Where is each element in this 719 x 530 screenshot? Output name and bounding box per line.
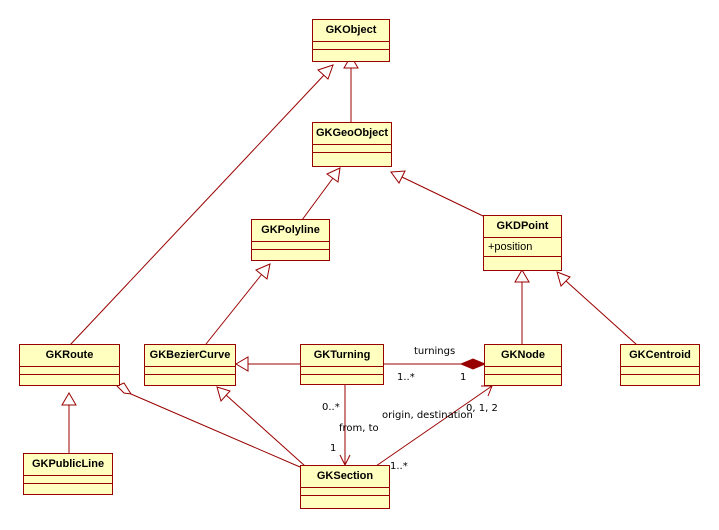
aggregation-diamond-route-icon [116,382,133,395]
attribute-compartment [301,367,383,375]
label-section-node-multiplicity: 1..* [390,461,408,472]
label-turnings: turnings [414,346,456,357]
edge-section-bezier [225,394,306,467]
class-gknode[interactable]: GKNode [484,344,562,386]
class-name: GKSection [301,466,389,488]
class-gkpolyline[interactable]: GKPolyline [251,219,330,261]
edge-section-node [375,385,493,467]
class-gksection[interactable]: GKSection [300,465,390,509]
triangle-node-dpoint-icon [514,269,530,283]
operation-compartment [301,496,389,503]
attribute-compartment [313,145,391,153]
triangle-section-bezier-icon [216,386,231,403]
class-name: GKDPoint [484,216,561,238]
label-node-section-multiplicity: 0, 1, 2 [466,403,498,414]
attribute-compartment [145,367,235,375]
class-gkturning[interactable]: GKTurning [300,344,384,385]
triangle-route-object-icon [317,64,334,80]
operation-compartment [301,375,383,382]
class-name: GKObject [313,20,389,42]
attribute-compartment [252,242,329,250]
label-section-multiplicity: 1 [330,443,337,454]
class-name: GKPublicLine [24,454,112,476]
class-name: GKPolyline [252,220,329,242]
operation-compartment [20,375,119,382]
operation-compartment [484,257,561,264]
class-name: GKBezierCurve [145,345,235,367]
triangle-bezier-polyline-icon [255,263,271,280]
label-turning-multiplicity: 1..* [397,372,415,383]
operation-compartment [252,250,329,257]
class-gkcentroid[interactable]: GKCentroid [620,344,700,386]
attribute-compartment [313,42,389,50]
edge-polyline-geoobject [301,177,334,221]
attribute-compartment [621,367,699,375]
edge-route-section [130,393,301,468]
class-gkbeziercurve[interactable]: GKBezierCurve [144,344,236,386]
arrowhead-section-node-icon [481,385,493,397]
label-node-multiplicity: 1 [460,372,467,383]
edge-centroid-dpoint [565,280,638,346]
triangle-turning-bezier-icon [235,356,249,372]
triangle-centroid-dpoint-icon [556,271,571,287]
attribute-position: +position [484,238,561,257]
edge-route-object [69,73,326,346]
triangle-geoobject-object-icon [343,55,359,69]
class-gkdpoint[interactable]: GKDPoint +position [483,215,562,271]
class-gkobject[interactable]: GKObject [312,19,390,62]
attribute-compartment [24,476,112,484]
class-name: GKGeoObject [313,123,391,145]
operation-compartment [145,375,235,382]
edge-dpoint-geoobject [401,176,484,217]
label-origin-destination: origin, destination [382,410,473,421]
triangle-dpoint-geoobject-icon [390,170,406,184]
triangle-publicline-route-icon [61,392,77,406]
label-from-to: from, to [339,423,379,434]
class-name: GKCentroid [621,345,699,367]
class-name: GKRoute [20,345,119,367]
label-turning-section-multiplicity: 0..* [322,402,340,413]
attribute-compartment [301,488,389,496]
attribute-compartment [485,367,561,375]
composition-diamond-node-icon [459,358,487,370]
operation-compartment [621,375,699,382]
operation-compartment [24,484,112,491]
class-gkpublicline[interactable]: GKPublicLine [23,453,113,495]
class-gkroute[interactable]: GKRoute [19,344,120,386]
operation-compartment [313,153,391,160]
operation-compartment [485,375,561,382]
class-gkgeoobject[interactable]: GKGeoObject [312,122,392,167]
triangle-polyline-geoobject-icon [326,167,341,183]
class-name: GKNode [485,345,561,367]
edge-bezier-polyline [205,273,263,345]
class-name: GKTurning [301,345,383,367]
operation-compartment [313,50,389,57]
attribute-compartment [20,367,119,375]
